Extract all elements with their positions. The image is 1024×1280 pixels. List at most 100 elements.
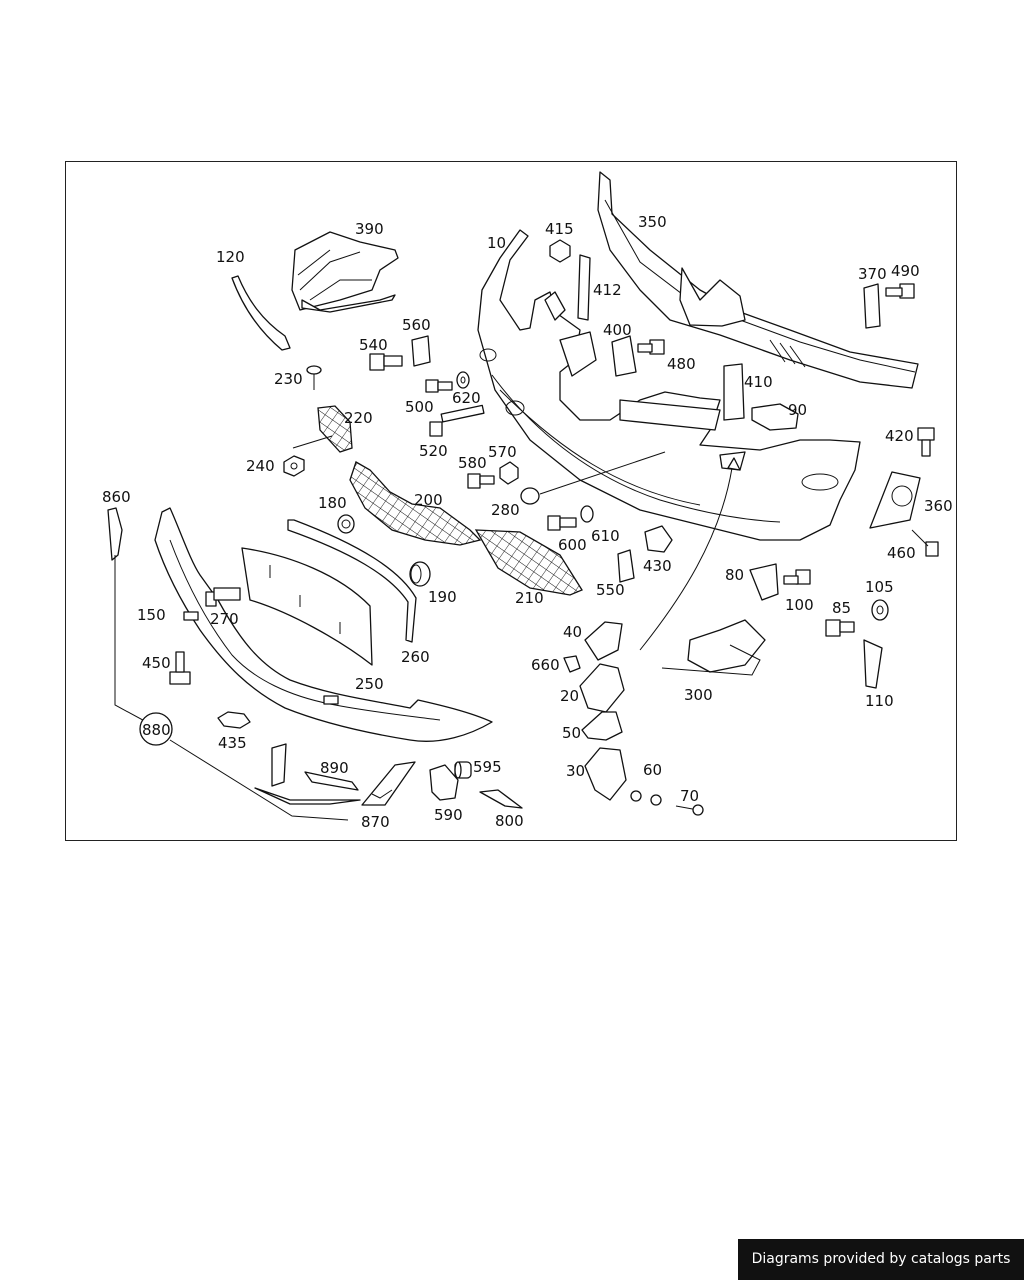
part-small-grille-220 (317, 405, 353, 453)
callout-620: 620 (452, 389, 481, 407)
part-washer-105 (871, 599, 889, 621)
part-nut-570 (499, 461, 519, 485)
part-nut-415 (549, 239, 571, 263)
part-bolt-490 (885, 283, 915, 299)
callout-40: 40 (563, 623, 582, 641)
callout-370: 370 (858, 265, 887, 283)
part-bolt-500 (425, 379, 453, 393)
part-bolt-70 (675, 804, 704, 816)
callout-110: 110 (865, 692, 894, 710)
part-860 (107, 507, 123, 561)
callout-270: 270 (210, 610, 239, 628)
callout-490: 490 (891, 262, 920, 280)
part-bolt-270 (205, 587, 241, 607)
part-bracket-30 (584, 747, 627, 801)
callout-labels: 10 20 30 40 50 60 70 80 85 90 100 105 11… (102, 213, 953, 831)
part-595 (454, 761, 472, 779)
part-bolt-540 (369, 353, 403, 371)
part-clip-660 (563, 655, 581, 673)
callout-400: 400 (603, 321, 632, 339)
callout-10: 10 (487, 234, 506, 252)
part-housing-20 (579, 663, 625, 713)
callout-600: 600 (558, 536, 587, 554)
part-plate-410 (723, 363, 745, 421)
callout-420: 420 (885, 427, 914, 445)
callout-50: 50 (562, 724, 581, 742)
arrow-curve (639, 467, 733, 651)
part-bumper-cover (477, 229, 861, 541)
part-bracket-370 (863, 283, 881, 329)
part-frame-260 (287, 519, 417, 643)
part-bracket-390 (291, 231, 399, 313)
callout-85: 85 (832, 599, 851, 617)
part-clip-550 (617, 549, 635, 583)
part-screw-230 (306, 365, 322, 390)
part-plug-190 (409, 561, 431, 587)
part-spacer-280 (520, 487, 540, 505)
part-nut-240 (283, 455, 305, 477)
part-grommet-180 (337, 514, 355, 534)
callout-190: 190 (428, 588, 457, 606)
callout-590: 590 (434, 806, 463, 824)
callout-350: 350 (638, 213, 667, 231)
part-spring-60 (630, 790, 662, 806)
part-bolt-480 (637, 339, 665, 355)
callout-210: 210 (515, 589, 544, 607)
callout-30: 30 (566, 762, 585, 780)
part-bolt-520 (429, 404, 485, 437)
part-435 (217, 711, 251, 729)
callout-360: 360 (924, 497, 953, 515)
part-bolt-100 (783, 569, 811, 585)
callout-860: 860 (102, 488, 131, 506)
part-120 (231, 275, 291, 351)
callout-70: 70 (680, 787, 699, 805)
part-110 (863, 639, 883, 689)
part-590 (429, 764, 459, 801)
part-bolt-450 (169, 651, 191, 685)
part-main-grille-200 (349, 461, 482, 546)
part-strip-under (254, 787, 361, 805)
callout-520: 520 (419, 442, 448, 460)
callout-280: 280 (491, 501, 520, 519)
callout-550: 550 (596, 581, 625, 599)
part-cover-40 (584, 621, 623, 661)
part-undertray-300 (661, 619, 766, 676)
part-lower-spoiler-150 (154, 507, 493, 742)
callout-500: 500 (405, 398, 434, 416)
part-870 (361, 761, 416, 806)
diagram-frame (65, 161, 957, 841)
callout-150: 150 (137, 606, 166, 624)
part-bracket-80 (749, 563, 779, 601)
part-panel-250 (241, 547, 373, 666)
callout-300: 300 (684, 686, 713, 704)
callout-390: 390 (355, 220, 384, 238)
part-upper-crossmember (597, 171, 919, 389)
part-gasket-50 (581, 711, 623, 741)
callout-circle-880 (139, 712, 173, 746)
callout-200: 200 (414, 491, 443, 509)
part-clip-560 (411, 335, 431, 367)
callout-595: 595 (473, 758, 502, 776)
callout-435: 435 (218, 734, 247, 752)
part-gasket-412 (577, 254, 591, 321)
part-bolt-85 (825, 619, 855, 637)
callout-580: 580 (458, 454, 487, 472)
callout-240: 240 (246, 457, 275, 475)
callout-480: 480 (667, 355, 696, 373)
callout-560: 560 (402, 316, 431, 334)
callout-660: 660 (531, 656, 560, 674)
callout-260: 260 (401, 648, 430, 666)
callout-100: 100 (785, 596, 814, 614)
callout-250: 250 (355, 675, 384, 693)
part-bolt-460 (911, 529, 939, 557)
part-pad-90 (751, 403, 799, 431)
part-washer-610 (580, 505, 594, 523)
callout-412: 412 (593, 281, 622, 299)
part-washer-620 (456, 371, 470, 389)
callout-450: 450 (142, 654, 171, 672)
callout-800: 800 (495, 812, 524, 830)
part-plate-360 (869, 471, 921, 529)
callout-430: 430 (643, 557, 672, 575)
part-bolt-600 (547, 515, 577, 531)
